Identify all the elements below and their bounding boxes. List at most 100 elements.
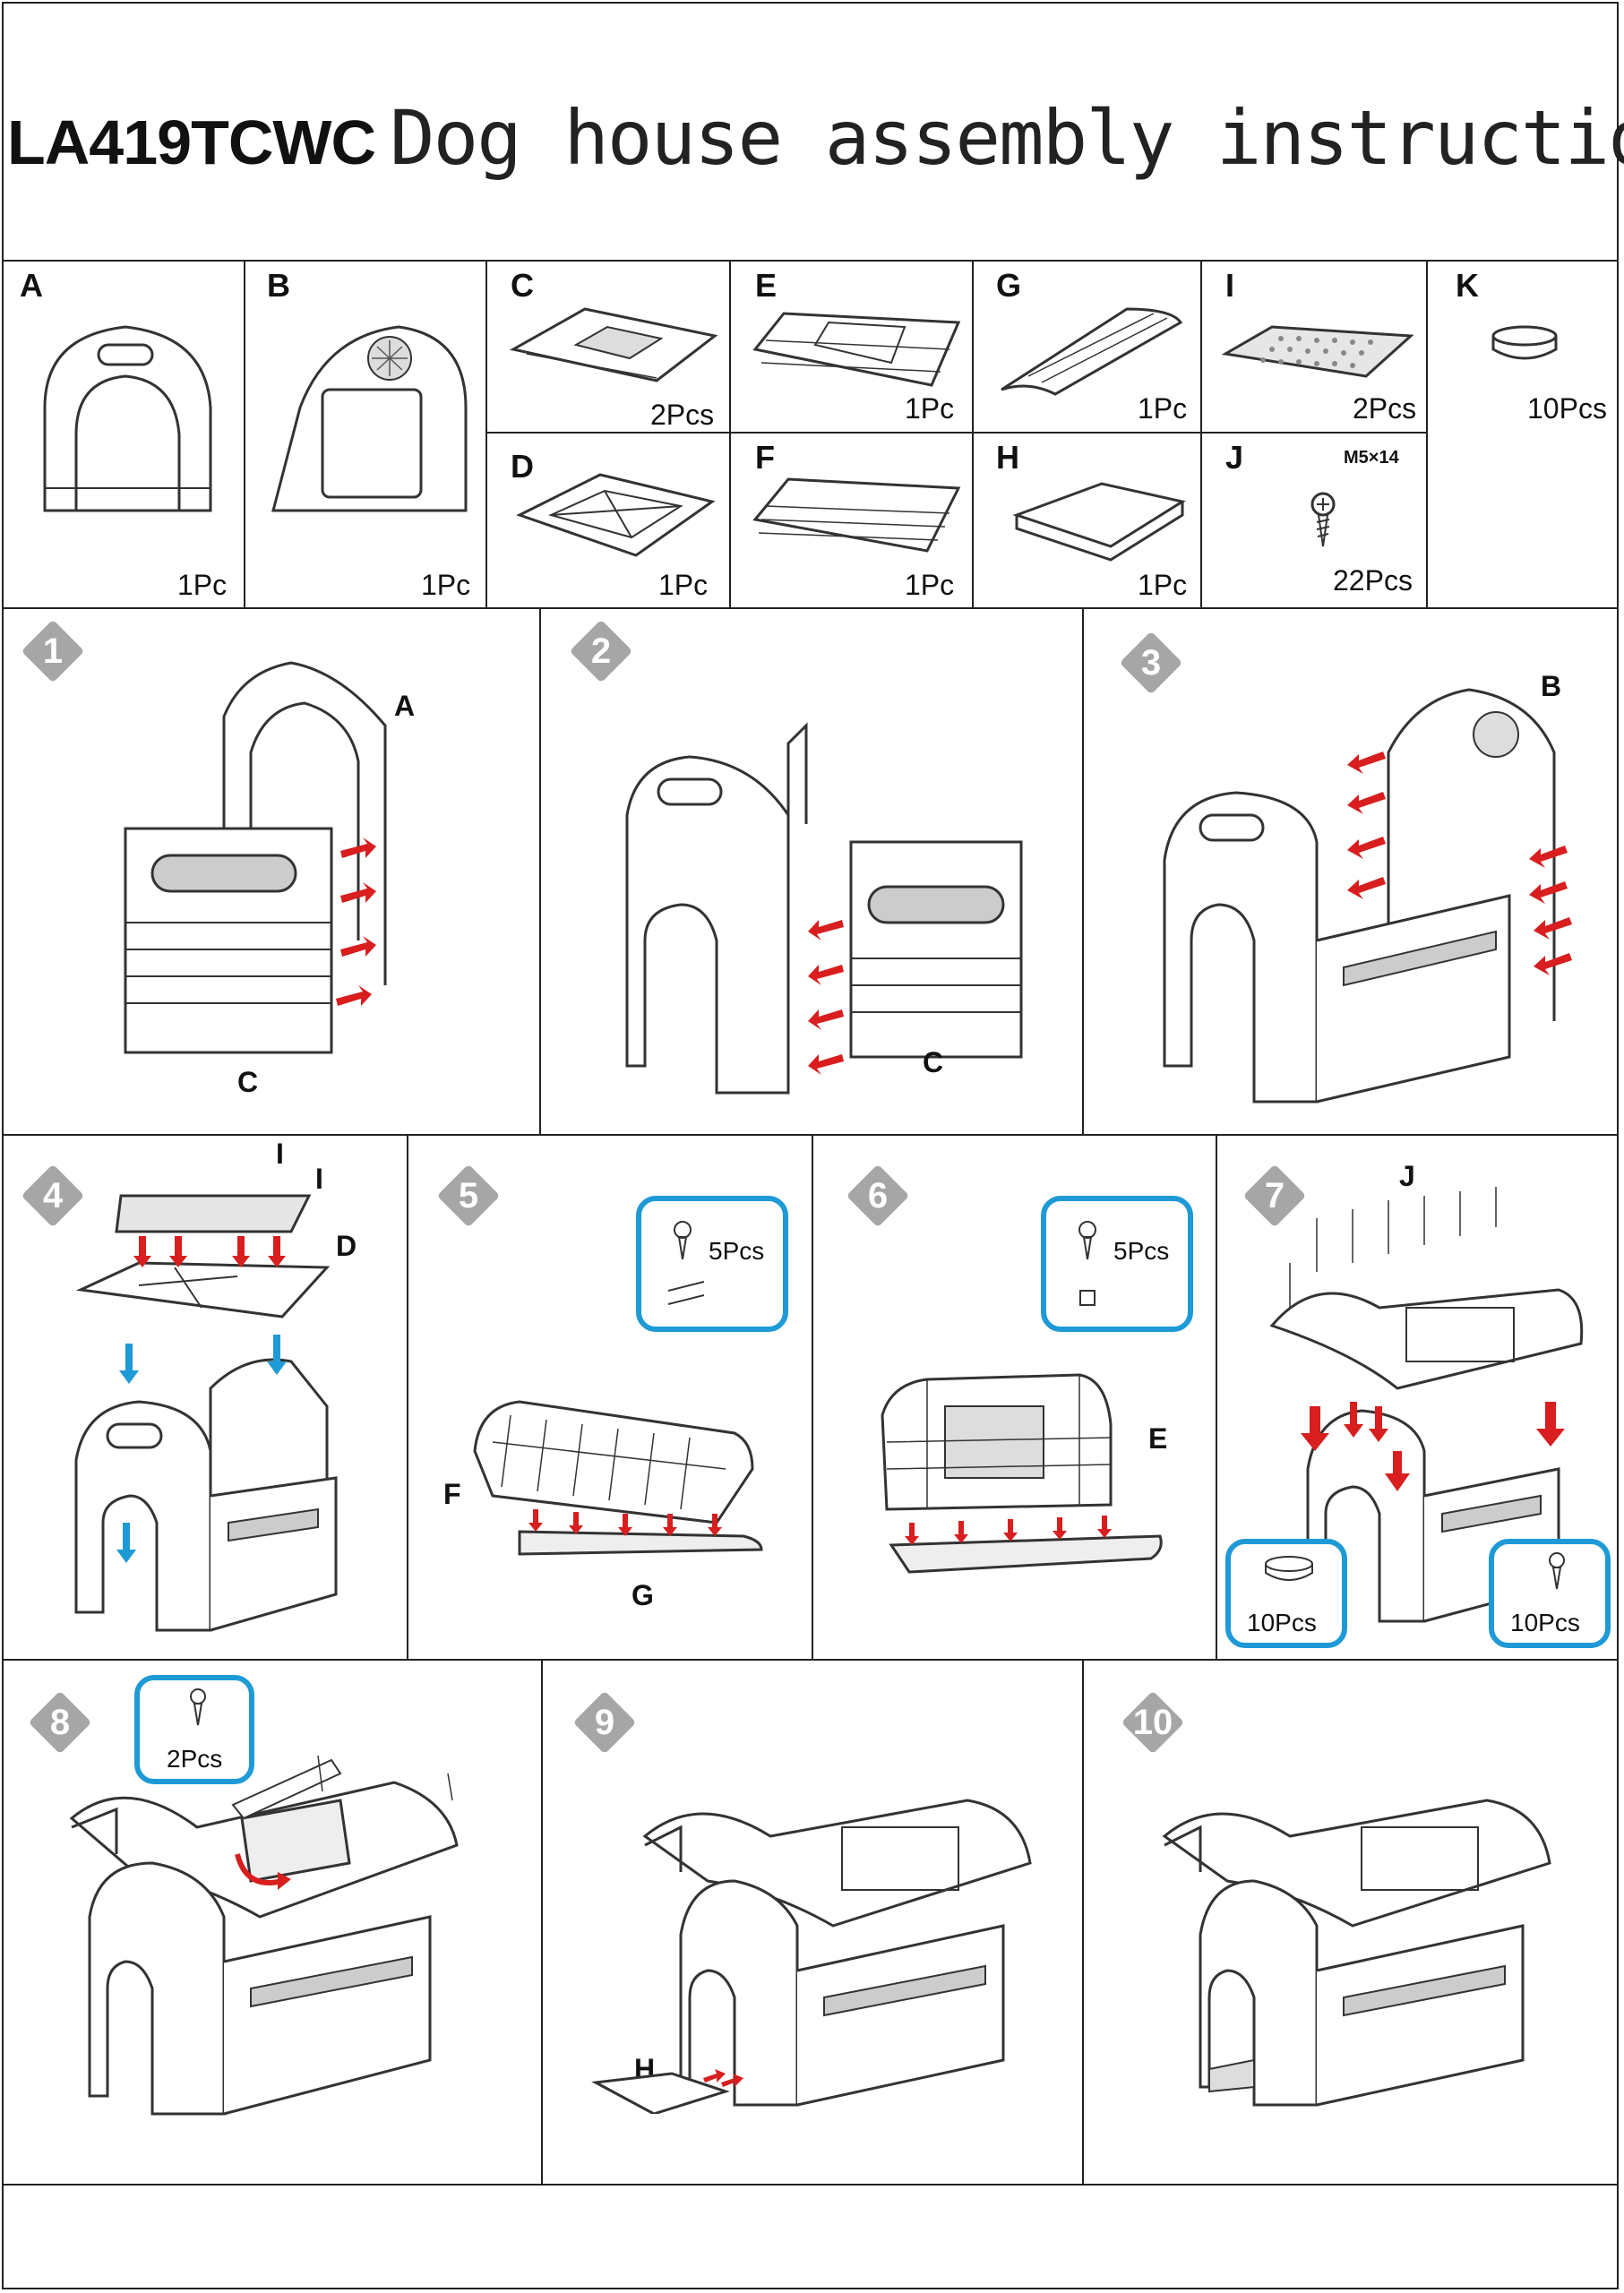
part-e-roof-door-panel-icon — [752, 312, 961, 387]
part-label-j: J — [1225, 439, 1244, 476]
divider-row2 — [2, 1659, 1619, 1661]
step-badge-1: 1 — [21, 619, 85, 683]
step-6-screw-callout: 5Pcs — [1041, 1196, 1193, 1332]
part-qty-k: 10Pcs — [1527, 392, 1607, 425]
step-3-label-b: B — [1541, 670, 1562, 702]
steps-divider — [407, 1134, 408, 1659]
parts-divider — [485, 260, 487, 607]
cap-icon — [1265, 1556, 1313, 1581]
step-9-illustration — [591, 1799, 1032, 2114]
part-qty-h: 1Pc — [1138, 569, 1188, 601]
step-3-illustration — [1163, 688, 1572, 1104]
step-6-illustration — [881, 1373, 1163, 1574]
part-g-roof-ridge-icon — [1001, 307, 1183, 396]
step-7-screw-callout: 10Pcs — [1489, 1539, 1611, 1648]
steps-divider — [1216, 1134, 1217, 1659]
step-8-illustration — [69, 1755, 459, 2116]
divider-parts-bottom — [2, 607, 1619, 609]
step-badge-3: 3 — [1119, 631, 1183, 695]
parts-divider — [972, 260, 974, 607]
step-4-label-i: I — [276, 1138, 284, 1170]
part-qty-c: 2Pcs — [650, 399, 715, 431]
step-badge-10: 10 — [1121, 1690, 1185, 1755]
divider-row1 — [2, 1134, 1619, 1136]
screw-icon — [1549, 1552, 1565, 1590]
step-5-callout-qty: 5Pcs — [709, 1237, 765, 1265]
part-label-h: H — [996, 439, 1019, 476]
step-7-screw-qty: 10Pcs — [1510, 1609, 1580, 1636]
part-label-e: E — [755, 267, 778, 304]
step-10-illustration — [1162, 1799, 1551, 2107]
divider-row3 — [2, 2184, 1619, 2186]
parts-divider — [244, 260, 245, 607]
part-qty-b: 1Pc — [421, 569, 471, 601]
step-1-label-c: C — [237, 1066, 259, 1098]
steps-divider — [541, 1659, 543, 2184]
step-badge-4: 4 — [21, 1164, 85, 1228]
step-6-label-e: E — [1148, 1422, 1168, 1455]
part-h-tray-icon — [1012, 482, 1186, 562]
step-badge-8: 8 — [28, 1690, 92, 1755]
step-badge-9: 9 — [572, 1690, 637, 1755]
step-7-label-j: J — [1399, 1160, 1415, 1192]
step-2-illustration — [625, 722, 1023, 1095]
part-label-d: D — [511, 448, 534, 485]
steps-divider — [1082, 607, 1084, 1134]
parts-divider — [729, 260, 731, 607]
step-6-callout-qty: 5Pcs — [1113, 1237, 1170, 1265]
parts-divider — [1426, 260, 1428, 607]
step-8-screw-callout: 2Pcs — [134, 1675, 254, 1784]
part-label-g: G — [996, 267, 1022, 304]
step-badge-7: 7 — [1242, 1164, 1307, 1228]
part-qty-f: 1Pc — [905, 569, 955, 601]
steps-divider — [812, 1134, 813, 1659]
step-badge-5: 5 — [436, 1164, 501, 1228]
part-j-screw-icon — [1310, 492, 1336, 547]
title-text: Dog house assembly instruction — [390, 94, 1624, 182]
step-7-cap-callout: 10Pcs — [1225, 1539, 1347, 1648]
screw-icon — [668, 1221, 704, 1305]
step-4-label-i-2: I — [315, 1163, 323, 1195]
screw-icon — [190, 1688, 206, 1726]
part-a-front-panel-icon — [43, 325, 212, 512]
part-i-floor-grate-icon — [1221, 325, 1414, 378]
step-badge-6: 6 — [846, 1164, 910, 1228]
part-label-i: I — [1225, 267, 1235, 304]
part-b-back-panel-icon — [271, 325, 468, 512]
part-qty-d: 1Pc — [658, 569, 709, 601]
part-f-roof-panel-icon — [752, 477, 961, 553]
step-4-label-d: D — [336, 1230, 357, 1262]
screw-icon — [1078, 1221, 1096, 1306]
steps-divider — [1082, 1659, 1084, 2184]
part-k-cap-icon — [1491, 325, 1558, 360]
step-badge-2: 2 — [569, 619, 633, 683]
step-4-illustration — [74, 1194, 338, 1632]
step-5-screw-callout: 5Pcs — [636, 1196, 788, 1332]
part-c-side-panel-icon — [509, 307, 718, 382]
part-d-floor-base-icon — [516, 473, 716, 557]
part-qty-j: 22Pcs — [1333, 564, 1413, 597]
step-2-label-c: C — [923, 1046, 944, 1078]
divider-header — [2, 260, 1619, 262]
step-1-illustration — [124, 661, 387, 1054]
step-1-label-a: A — [394, 690, 416, 722]
part-label-b: B — [267, 267, 290, 304]
part-spec-j: M5×14 — [1344, 448, 1399, 468]
step-5-label-f: F — [443, 1478, 461, 1510]
part-qty-a: 1Pc — [177, 569, 228, 601]
step-7-illustration — [1269, 1187, 1584, 1623]
model-code: LA419TCWC — [7, 107, 376, 177]
step-7-cap-qty: 10Pcs — [1247, 1609, 1317, 1636]
part-qty-e: 1Pc — [905, 392, 955, 425]
part-qty-g: 1Pc — [1138, 392, 1188, 425]
part-label-f: F — [755, 439, 775, 476]
step-5-illustration — [473, 1400, 763, 1556]
divider-parts-rows — [485, 432, 1426, 434]
part-label-c: C — [511, 267, 534, 304]
part-label-a: A — [20, 267, 43, 304]
step-8-callout-qty: 2Pcs — [167, 1745, 223, 1773]
part-label-k: K — [1456, 267, 1479, 304]
part-qty-i: 2Pcs — [1353, 392, 1417, 425]
